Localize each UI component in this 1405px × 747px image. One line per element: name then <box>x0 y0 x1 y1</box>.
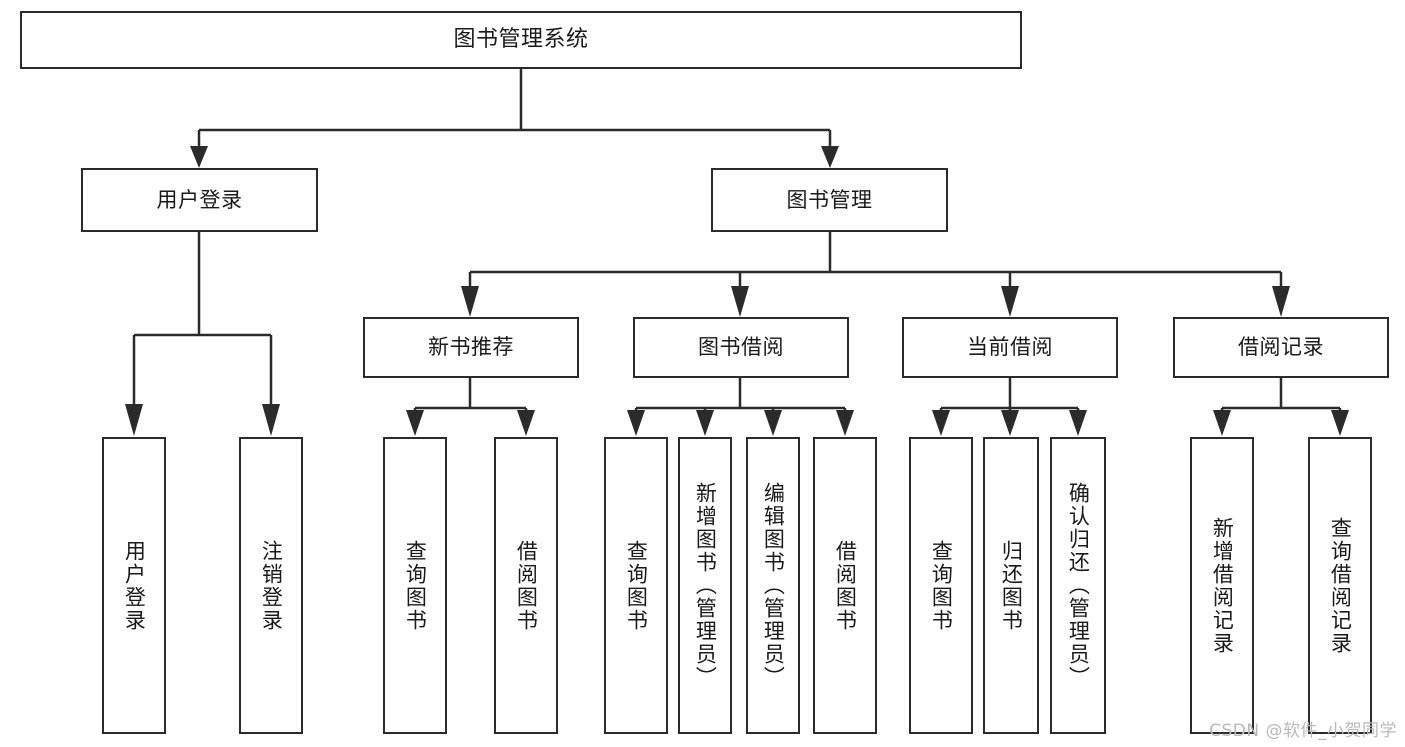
node-label: 编辑图书（管理员） <box>761 482 786 689</box>
node-label: 借阅图书 <box>833 539 858 632</box>
node-label: 确认归还（管理员） <box>1066 482 1091 689</box>
node-current-borrow[interactable]: 当前借阅 <box>902 317 1118 378</box>
leaf-edit-book-admin[interactable]: 编辑图书（管理员） <box>746 437 800 734</box>
node-label: 归还图书 <box>999 539 1024 632</box>
leaf-borrow-book-recommend[interactable]: 借阅图书 <box>494 437 558 734</box>
leaf-query-book-borrow[interactable]: 查询图书 <box>604 437 668 734</box>
node-book-management[interactable]: 图书管理 <box>711 168 948 232</box>
leaf-user-login[interactable]: 用户登录 <box>102 437 166 734</box>
node-label: 查询图书 <box>403 539 428 632</box>
node-label: 查询图书 <box>929 539 954 632</box>
node-label: 借阅图书 <box>514 539 539 632</box>
leaf-add-book-admin[interactable]: 新增图书（管理员） <box>678 437 732 734</box>
leaf-query-borrow-record[interactable]: 查询借阅记录 <box>1308 437 1372 734</box>
node-label: 新增借阅记录 <box>1210 516 1235 655</box>
leaf-query-book-recommend[interactable]: 查询图书 <box>383 437 447 734</box>
node-label: 查询借阅记录 <box>1328 516 1353 655</box>
node-label: 当前借阅 <box>967 335 1053 360</box>
node-label: 新增图书（管理员） <box>693 482 718 689</box>
leaf-query-book-current[interactable]: 查询图书 <box>909 437 973 734</box>
node-label: 用户登录 <box>122 539 147 632</box>
node-label: 图书管理系统 <box>453 27 589 53</box>
node-label: 借阅记录 <box>1238 335 1324 360</box>
node-borrow-record[interactable]: 借阅记录 <box>1173 317 1389 378</box>
node-root-system[interactable]: 图书管理系统 <box>20 11 1022 69</box>
node-label: 用户登录 <box>156 187 243 212</box>
node-user-login[interactable]: 用户登录 <box>81 168 318 232</box>
node-label: 查询图书 <box>624 539 649 632</box>
leaf-confirm-return-admin[interactable]: 确认归还（管理员） <box>1050 437 1106 734</box>
leaf-borrow-book[interactable]: 借阅图书 <box>813 437 877 734</box>
leaf-logout[interactable]: 注销登录 <box>239 437 303 734</box>
node-label: 注销登录 <box>259 539 284 632</box>
leaf-add-borrow-record[interactable]: 新增借阅记录 <box>1190 437 1254 734</box>
leaf-return-book[interactable]: 归还图书 <box>983 437 1039 734</box>
node-label: 新书推荐 <box>428 335 514 360</box>
node-label: 图书管理 <box>786 187 873 212</box>
node-label: 图书借阅 <box>698 335 784 360</box>
node-new-book-recommend[interactable]: 新书推荐 <box>363 317 579 378</box>
node-book-borrow[interactable]: 图书借阅 <box>633 317 849 378</box>
